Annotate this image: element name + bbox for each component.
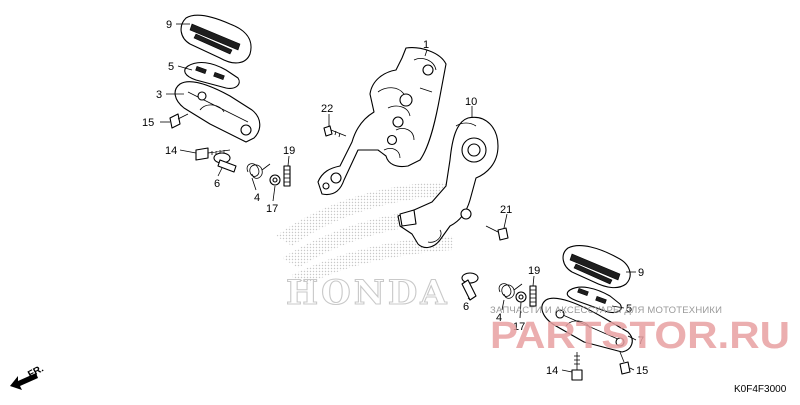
- diagram-code: K0F4F3000: [734, 384, 787, 395]
- footpeg-plate-lower: [566, 286, 622, 314]
- pin-19-upper: [283, 165, 291, 187]
- spring-4-upper: [246, 163, 271, 179]
- callouts: 9 5 3 15 14 6 4 17 19 1 22 10 21 9 19 6 …: [142, 19, 648, 377]
- callout-21: 21: [500, 204, 512, 216]
- callout-14-lower: 14: [546, 365, 558, 377]
- pin-6-lower: [461, 272, 479, 301]
- leader-lines: [160, 23, 637, 373]
- callout-19-upper: 19: [283, 145, 295, 157]
- pin-6-upper: [213, 152, 237, 173]
- callout-4-lower: 4: [496, 312, 502, 324]
- watermark-logo: PARTSTOR.RU: [490, 315, 790, 357]
- callout-5-lower: 5: [626, 303, 632, 315]
- site-watermark: ЗАПЧАСТИ И АКСЕССУАРЫ ДЛЯ МОТОТЕХНИКИ PA…: [490, 305, 790, 357]
- callout-9-lower: 9: [638, 267, 644, 279]
- bolt-22: [323, 125, 347, 138]
- callout-7: 7: [638, 335, 644, 347]
- footpeg-rubber-lower: [562, 245, 631, 289]
- callout-22: 22: [321, 103, 333, 115]
- bolt-14-lower: [571, 352, 583, 381]
- bolt-15-lower: [619, 351, 631, 375]
- main-step-bracket: [317, 47, 447, 196]
- callout-19-lower: 19: [528, 265, 540, 277]
- callout-9-upper: 9: [166, 19, 172, 31]
- callout-4-upper: 4: [254, 192, 260, 204]
- washer-17-lower: [515, 291, 527, 303]
- front-direction-arrow: FR.: [10, 363, 46, 390]
- honda-outline-text: HONDA: [286, 273, 450, 313]
- bolt-15-upper: [169, 113, 189, 129]
- callout-15-lower: 15: [636, 365, 648, 377]
- watermark-caption: ЗАПЧАСТИ И АКСЕССУАРЫ ДЛЯ МОТОТЕХНИКИ: [490, 305, 722, 316]
- callout-10: 10: [465, 96, 477, 108]
- bolt-21: [485, 225, 509, 241]
- callout-15-upper: 15: [142, 117, 154, 129]
- callout-17-upper: 17: [266, 203, 278, 215]
- callout-5-upper: 5: [168, 61, 174, 73]
- front-direction-label: FR.: [26, 363, 46, 380]
- callout-14-upper: 14: [165, 145, 177, 157]
- callout-6-lower: 6: [463, 301, 469, 313]
- callout-1: 1: [423, 39, 429, 51]
- spring-4-lower: [498, 283, 523, 299]
- washer-17-upper: [269, 174, 281, 186]
- footpeg-lower: [541, 297, 633, 353]
- footpeg-rubber-upper: [180, 14, 252, 64]
- footpeg-plate-upper: [184, 61, 240, 89]
- footpeg-upper: [174, 81, 261, 143]
- callout-6-upper: 6: [214, 178, 220, 190]
- callout-3: 3: [156, 89, 162, 101]
- heel-guard: [397, 116, 499, 249]
- callout-17-lower: 17: [513, 321, 525, 333]
- bolt-14-upper: [195, 147, 231, 161]
- pin-19-lower: [529, 285, 537, 307]
